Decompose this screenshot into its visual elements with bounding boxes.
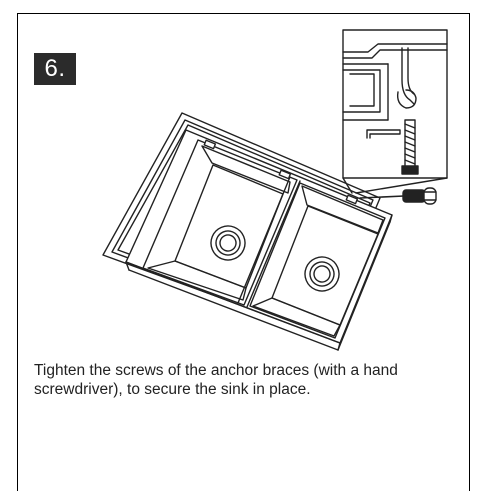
right-bowl bbox=[249, 182, 386, 339]
anchor-brace-clips bbox=[203, 139, 359, 205]
screwdriver-icon bbox=[359, 187, 437, 205]
anchor-brace-detail-inset bbox=[342, 29, 448, 194]
bowl-divider bbox=[237, 176, 301, 308]
instruction-text: Tighten the screws of the anchor braces … bbox=[34, 362, 398, 398]
step-number-badge: 6. bbox=[34, 53, 76, 85]
left-bowl bbox=[142, 139, 298, 306]
